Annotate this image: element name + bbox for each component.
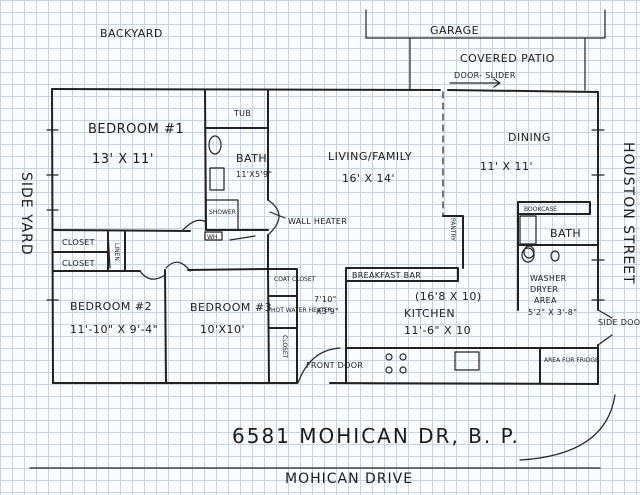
label-dining-name: DINING xyxy=(508,131,551,144)
dryer-circle xyxy=(550,250,560,262)
patio-outline xyxy=(409,37,586,91)
label-area: AREA xyxy=(534,296,557,305)
label-washer: WASHER xyxy=(530,274,567,283)
label-tub: TUB xyxy=(233,109,251,118)
label-bedroom2-name: BEDROOM #2 xyxy=(70,300,152,313)
washer-circle xyxy=(523,245,535,259)
label-kitchen-size: 11'-6" X 10 xyxy=(404,324,471,337)
exterior-wall-top xyxy=(51,88,599,93)
label-closet-a: CLOSET xyxy=(62,238,95,247)
label-front-door: FRONT DOOR xyxy=(306,361,363,370)
burner-4 xyxy=(399,366,407,374)
label-closet-b: CLOSET xyxy=(62,259,95,268)
label-hall-dim1: 7'10" xyxy=(314,295,337,304)
exterior-wall-left xyxy=(51,88,54,384)
wall-ticks-right xyxy=(591,129,605,301)
label-breakfast-bar: BREAKFAST BAR xyxy=(352,271,421,280)
burner-2 xyxy=(399,353,407,361)
label-bedroom3-size: 10'X10' xyxy=(200,323,245,336)
label-fridge: AREA FOR FRIDGE xyxy=(544,357,599,364)
label-covered-patio: COVERED PATIO xyxy=(460,52,555,65)
label-bath1-name: BATH xyxy=(236,152,267,165)
label-side-yard: SIDE YARD xyxy=(18,172,34,256)
walls xyxy=(51,88,599,385)
slider-arrow xyxy=(449,78,501,88)
door-bedroom3 xyxy=(165,261,191,272)
burner-3 xyxy=(385,366,393,374)
label-bedroom1-size: 13' X 11' xyxy=(92,152,154,167)
label-shower: SHOWER xyxy=(209,209,236,216)
label-living-size: 16' X 14' xyxy=(342,172,395,185)
label-bath1-size: 11'X5'9" xyxy=(236,170,272,179)
label-dining-size: 11' X 11' xyxy=(480,160,533,173)
label-closet-vertical: CLOSET xyxy=(281,335,288,359)
wall-heater-arrow xyxy=(229,211,286,241)
label-hot-water-heater: HOT WATER HEATER xyxy=(271,307,332,314)
label-bath2: BATH xyxy=(550,227,581,240)
bath2-tub xyxy=(519,215,537,245)
garage-outline xyxy=(365,9,606,39)
wall-bed2-bed3 xyxy=(164,269,167,384)
label-backyard: BACKYARD xyxy=(100,27,163,40)
label-living-name: LIVING/FAMILY xyxy=(328,150,412,163)
street-corner-curve xyxy=(519,394,616,461)
wall-pantry xyxy=(442,215,464,269)
side-door-mark xyxy=(597,309,613,346)
label-coat-closet: COAT CLOSET xyxy=(274,276,316,283)
wh-box xyxy=(204,231,223,241)
door-bedroom2 xyxy=(139,270,166,280)
label-garage: GARAGE xyxy=(430,24,479,37)
label-wall-heater: WALL HEATER xyxy=(288,217,347,226)
label-kitchen-name: KITCHEN xyxy=(404,307,455,320)
door-linen xyxy=(107,231,111,269)
label-pantry: PANTRY xyxy=(449,218,456,241)
kitchen-sink xyxy=(454,351,480,371)
wall-kitchen-counter xyxy=(345,347,541,384)
door-bedroom1 xyxy=(181,219,207,232)
label-kitchen-alt: (16'8 X 10) xyxy=(415,290,482,303)
label-hall-dim2: X3'9" xyxy=(316,307,339,316)
label-bookcase: BOOKCASE xyxy=(524,206,557,213)
label-bedroom3-name: BEDROOM #3 xyxy=(190,301,272,314)
exterior-wall-bottom xyxy=(52,382,599,385)
label-linen: LINEN xyxy=(113,243,120,261)
wall-coat-closet xyxy=(268,268,298,384)
label-door-slider: DOOR- SLIDER xyxy=(454,71,516,80)
wall-ticks-left xyxy=(46,129,59,301)
label-side-door: SIDE DOOR xyxy=(598,318,640,327)
wall-bed3-right xyxy=(267,268,270,384)
bath1-shower xyxy=(205,199,239,231)
door-bath-hall xyxy=(267,199,280,236)
label-address: 6581 MOHICAN DR, B. P. xyxy=(232,424,520,448)
details xyxy=(29,9,616,469)
wall-bookcase xyxy=(517,201,591,215)
label-bedroom1-name: BEDROOM #1 xyxy=(88,122,184,137)
label-houston-street: HOUSTON STREET xyxy=(620,142,636,285)
label-bedroom2-size: 11'-10" X 9'-4" xyxy=(70,323,158,336)
label-street-name: MOHICAN DRIVE xyxy=(285,471,413,487)
burner-1 xyxy=(385,353,393,361)
bath1-toilet xyxy=(208,135,222,155)
label-dryer: DRYER xyxy=(530,285,558,294)
label-wh: WH xyxy=(207,234,217,241)
wall-bed2-top xyxy=(124,268,269,272)
door-front xyxy=(297,347,341,384)
bath1-vanity xyxy=(209,167,225,191)
label-washer-size: 5'2" X 3'-8" xyxy=(528,308,577,317)
wall-bedroom1-bottom xyxy=(52,229,191,232)
